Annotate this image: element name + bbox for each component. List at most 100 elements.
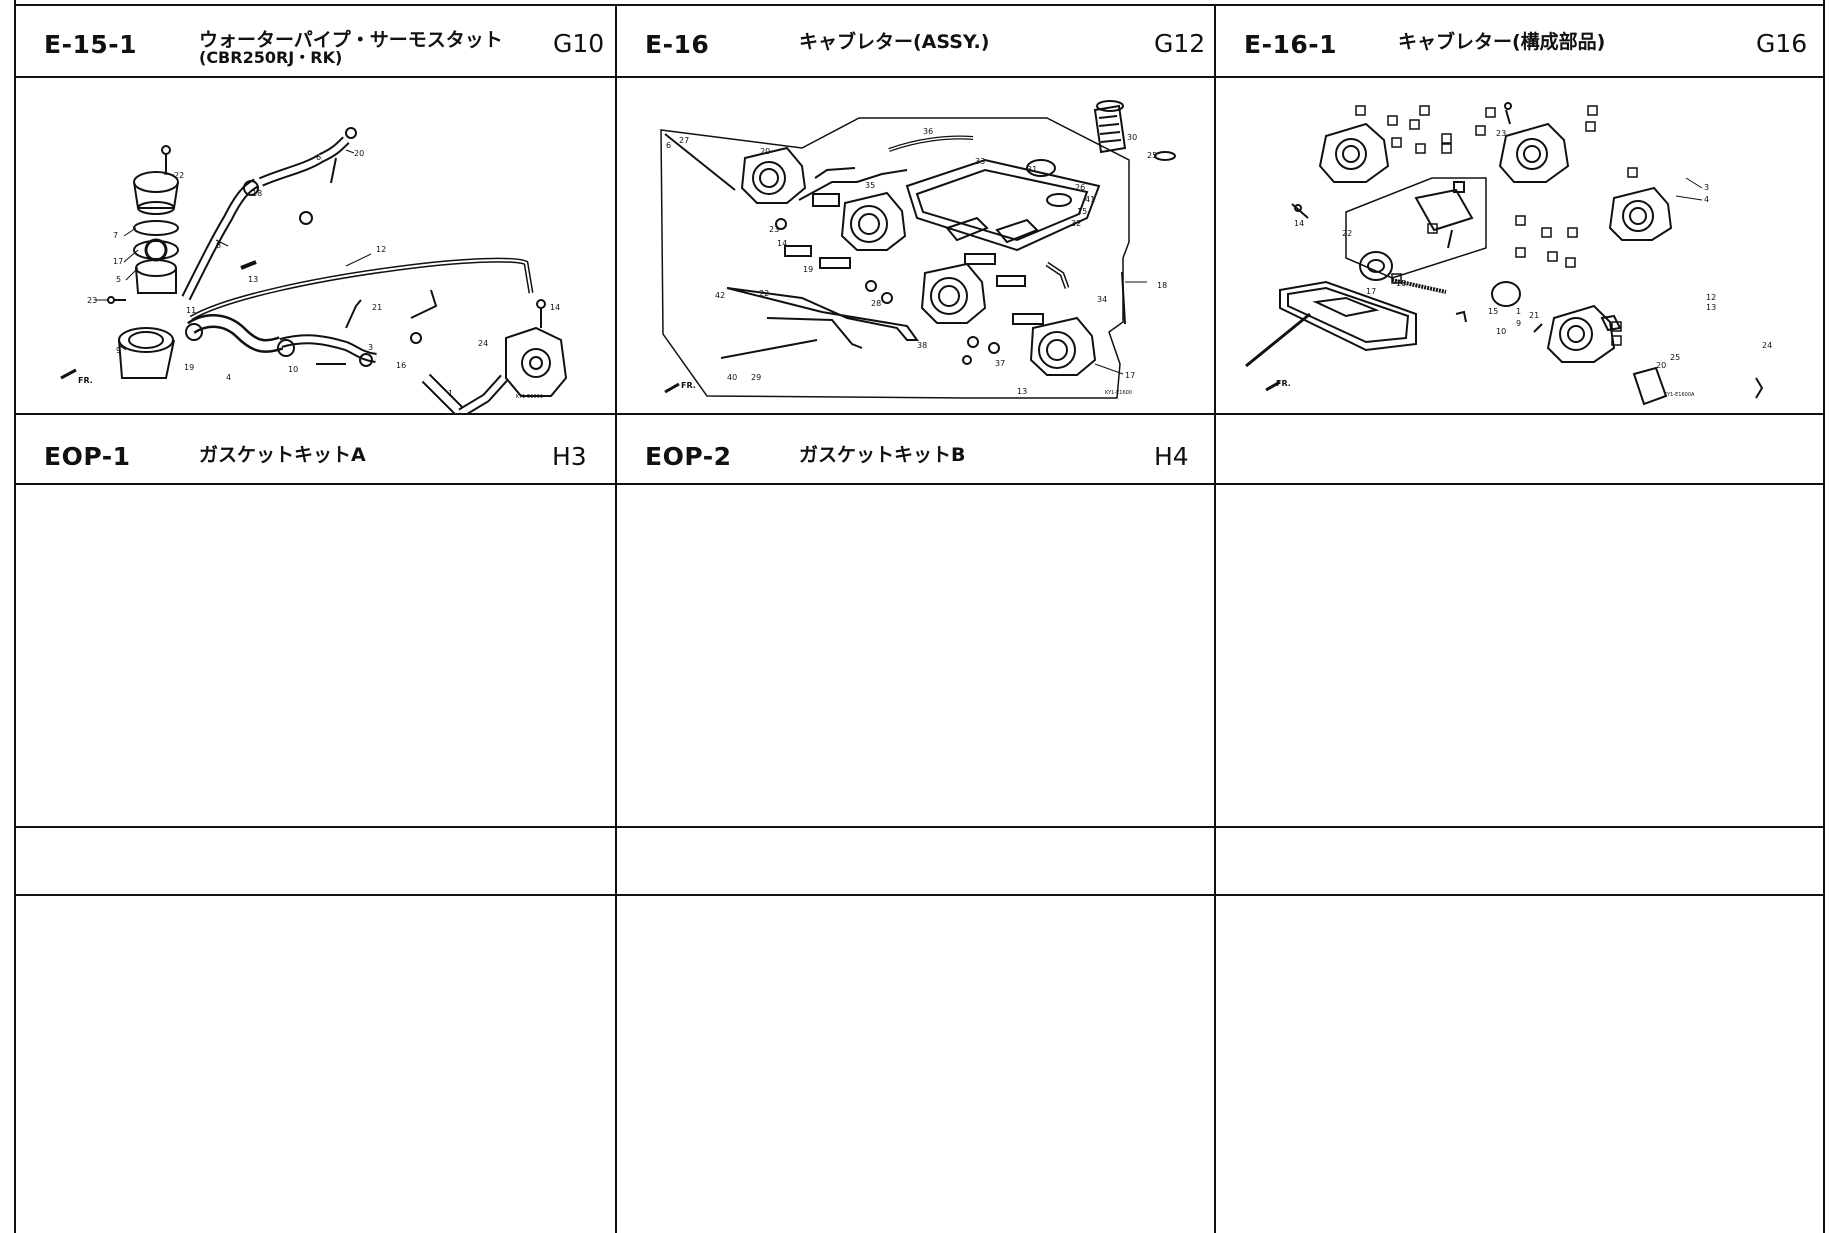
illustration-ref-code: KY1-E1600A bbox=[1664, 392, 1695, 398]
callout-number: 26 bbox=[1075, 183, 1085, 192]
assy-outline bbox=[660, 117, 1130, 399]
callout-number: 15 bbox=[1488, 307, 1498, 316]
section-title-main: ウォーターパイプ・サーモスタット bbox=[199, 29, 503, 51]
link-rod-parts bbox=[720, 135, 974, 359]
page-reference[interactable]: H4 bbox=[1154, 442, 1189, 471]
row-line-header-2 bbox=[14, 483, 1825, 485]
frame-right-border bbox=[1823, 0, 1825, 1233]
carburetor-components-diagram[interactable]: 14 23 3 4 16 22 17 15 10 9 21 1 12 13 20… bbox=[1216, 78, 1823, 413]
callout-number: 12 bbox=[1706, 293, 1716, 302]
empty-panel-area bbox=[1216, 485, 1823, 826]
callout-number: 23 bbox=[769, 225, 779, 234]
callout-number: 17 bbox=[1125, 371, 1135, 380]
part-number-callouts: 6 27 20 36 33 31 30 26 25 41 15 32 35 23… bbox=[666, 127, 1167, 396]
callout-number: 10 bbox=[1496, 327, 1506, 336]
panel-header-eop-1: EOP-1 ガスケットキットA H3 bbox=[16, 415, 615, 487]
callout-number: 34 bbox=[1097, 295, 1107, 304]
panel-header-e-16-1: E-16-1 キャブレター(構成部品) G16 bbox=[1216, 4, 1823, 76]
air-plenum-part bbox=[1279, 280, 1417, 352]
row-line-header-3 bbox=[14, 894, 1825, 896]
row-line-panel-1 bbox=[14, 413, 1825, 415]
callout-number: 13 bbox=[1706, 303, 1716, 312]
callout-number: 10 bbox=[288, 365, 298, 374]
callout-number: 27 bbox=[679, 136, 689, 145]
panel-header-empty bbox=[1216, 415, 1823, 487]
empty-header-band bbox=[16, 828, 1823, 894]
callout-number: 33 bbox=[975, 157, 985, 166]
callout-number: 22 bbox=[1342, 229, 1352, 238]
empty-panel-area bbox=[16, 485, 615, 826]
callout-number: 21 bbox=[372, 303, 382, 312]
callout-number: 9 bbox=[116, 346, 121, 355]
callout-number: 12 bbox=[376, 245, 386, 254]
intake-boot-part bbox=[1093, 100, 1176, 161]
illustration-ref-code: KY1-E1001 bbox=[516, 394, 543, 400]
section-code: EOP-1 bbox=[44, 442, 131, 471]
callout-number: 42 bbox=[715, 291, 725, 300]
front-direction-label: FR. bbox=[1276, 379, 1291, 388]
callout-number: 8 bbox=[216, 241, 221, 250]
empty-panel-area bbox=[617, 485, 1214, 826]
callout-number: 18 bbox=[252, 189, 262, 198]
callout-number: 20 bbox=[760, 147, 770, 156]
callout-number: 25 bbox=[1147, 151, 1157, 160]
callout-number: 5 bbox=[116, 275, 121, 284]
part-number-callouts: 14 23 3 4 16 22 17 15 10 9 21 1 12 13 20… bbox=[1276, 129, 1772, 398]
panel-header-eop-2: EOP-2 ガスケットキットB H4 bbox=[617, 415, 1214, 487]
page-reference[interactable]: H3 bbox=[552, 442, 587, 471]
water-hose-parts bbox=[181, 136, 534, 413]
callout-number: 36 bbox=[923, 127, 933, 136]
callout-number: 19 bbox=[803, 265, 813, 274]
carburetor-body-parts bbox=[1318, 122, 1673, 363]
panel-header-e-15-1: E-15-1 ウォーターパイプ・サーモスタット (CBR250RJ・RK) G1… bbox=[16, 4, 615, 76]
callout-number: 13 bbox=[248, 275, 258, 284]
callout-number: 17 bbox=[1366, 287, 1376, 296]
callout-number: 16 bbox=[1396, 279, 1406, 288]
callout-number: 38 bbox=[917, 341, 927, 350]
callout-number: 30 bbox=[1127, 133, 1137, 142]
section-code: E-16-1 bbox=[1244, 30, 1338, 59]
section-title: ガスケットキットA bbox=[199, 444, 366, 466]
callout-number: 3 bbox=[1704, 183, 1709, 192]
callout-number: 23 bbox=[1496, 129, 1506, 138]
section-code: E-15-1 bbox=[44, 30, 138, 59]
callout-number: 22 bbox=[174, 171, 184, 180]
page-reference[interactable]: G16 bbox=[1756, 29, 1808, 58]
callout-number: 14 bbox=[777, 239, 787, 248]
callout-number: 6 bbox=[316, 153, 321, 162]
thermostat-housing-part bbox=[107, 145, 179, 379]
page-reference[interactable]: G12 bbox=[1154, 29, 1206, 58]
callout-number: 20 bbox=[1656, 361, 1666, 370]
callout-number: 35 bbox=[865, 181, 875, 190]
illustration-ref-code: KY1-E1600 bbox=[1105, 390, 1132, 396]
callout-number: 14 bbox=[1294, 219, 1304, 228]
air-plenum-part bbox=[905, 158, 1101, 252]
empty-panel-area bbox=[1216, 896, 1823, 1233]
front-direction-label: FR. bbox=[78, 376, 93, 385]
column-divider-1 bbox=[615, 4, 617, 1233]
callout-number: 13 bbox=[1017, 387, 1027, 396]
section-subtitle: (CBR250RJ・RK) bbox=[199, 48, 343, 67]
carburetor-assy-diagram[interactable]: 6 27 20 36 33 31 30 26 25 41 15 32 35 23… bbox=[617, 78, 1214, 413]
callout-leader-lines bbox=[60, 149, 372, 380]
callout-number: 22 bbox=[759, 289, 769, 298]
section-code: E-16 bbox=[645, 30, 710, 59]
water-pipe-thermostat-diagram[interactable]: 20 6 22 18 7 8 17 5 13 12 23 11 9 10 19 … bbox=[16, 78, 615, 413]
frame-top-border bbox=[14, 4, 1825, 6]
callout-number: 29 bbox=[751, 373, 761, 382]
callout-number: 3 bbox=[368, 343, 373, 352]
callout-number: 37 bbox=[995, 359, 1005, 368]
callout-number: 40 bbox=[727, 373, 737, 382]
column-divider-2 bbox=[1214, 4, 1216, 1233]
callout-number: 21 bbox=[1529, 311, 1539, 320]
small-hardware-parts bbox=[775, 193, 1126, 365]
water-pump-part bbox=[505, 299, 568, 397]
page-reference[interactable]: G10 bbox=[553, 29, 605, 58]
section-title: キャブレター(ASSY.) bbox=[799, 31, 990, 53]
callout-number: 19 bbox=[184, 363, 194, 372]
frame-left-border bbox=[14, 0, 16, 1233]
callout-number: 16 bbox=[396, 361, 406, 370]
empty-panel-area bbox=[617, 896, 1214, 1233]
callout-number: 4 bbox=[226, 373, 231, 382]
